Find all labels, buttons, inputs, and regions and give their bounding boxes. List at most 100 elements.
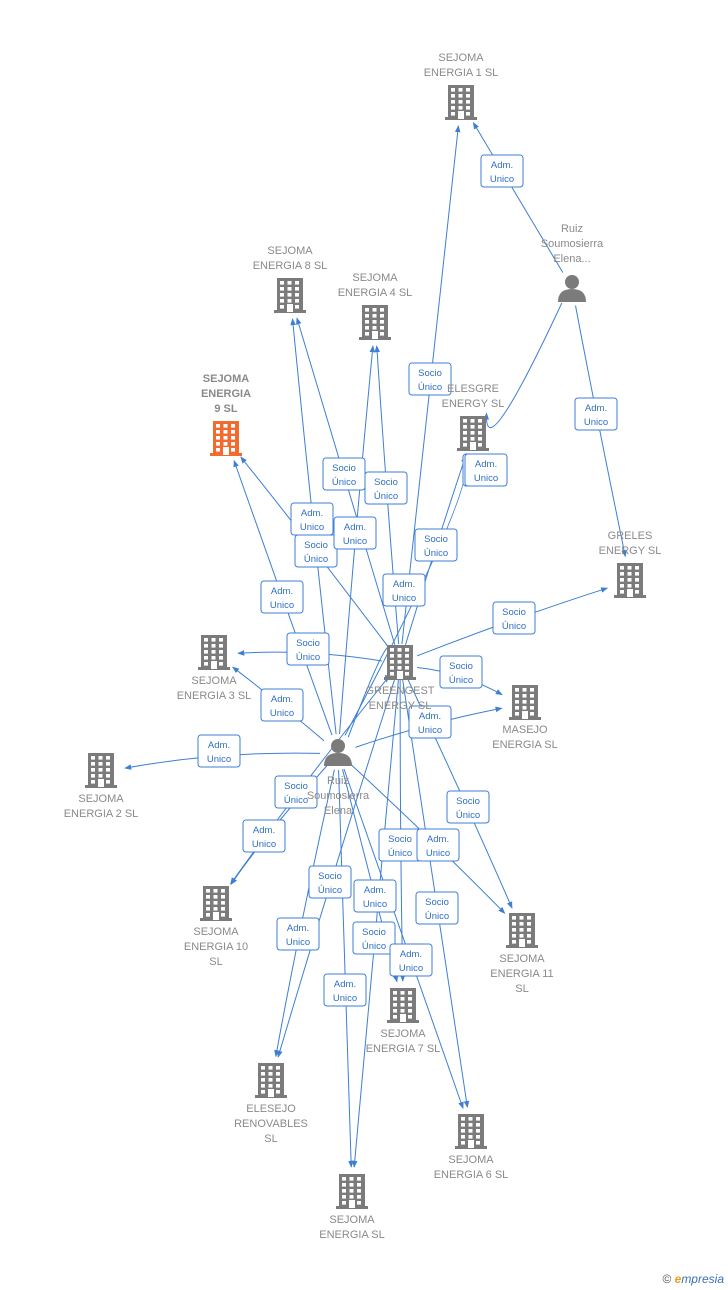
node-label: SL xyxy=(264,1133,277,1145)
edge-label-ruiz2-sejsl[interactable]: Adm.Unico xyxy=(323,973,367,1007)
node-label: GREENGEST xyxy=(365,685,434,697)
edge-label-box xyxy=(323,973,367,1007)
edge-label-box xyxy=(416,828,460,862)
edge-label-text: Único xyxy=(332,477,356,488)
edge-label-ruiz2-greengest[interactable]: Adm.Unico xyxy=(382,573,426,607)
edge-label-ruiz2-sej9[interactable]: Adm. Unico xyxy=(260,580,304,614)
edge-label-text: Único xyxy=(424,548,448,559)
edge-label-text: Adm. xyxy=(419,711,441,722)
edge-label-text: Socio xyxy=(296,638,320,649)
edge-label-text: Único xyxy=(425,911,449,922)
edge-label-ruiz2-masejo[interactable]: Adm.Unico xyxy=(408,705,452,739)
edge-label-text: Único xyxy=(388,848,412,859)
edge-label-ruiz2-sej11[interactable]: Adm.Unico xyxy=(416,828,460,862)
edge-label-text: Adm. xyxy=(364,885,386,896)
edge-label-box xyxy=(439,655,483,689)
edge-label-text: Único xyxy=(418,382,442,393)
node-label: ENERGIA 3 SL xyxy=(177,690,252,702)
edge-label-ruiz2-sej10[interactable]: Adm.Unico xyxy=(242,819,286,853)
edge-label-text: Unico xyxy=(252,839,276,850)
edge-label-ruiz1-greles[interactable]: Adm.Unico xyxy=(574,397,618,431)
edge-label-ruiz2-elesgre[interactable]: Adm.Unico xyxy=(464,453,508,487)
edge-ruiz1-greles xyxy=(575,305,627,558)
empresia-brand[interactable]: © empresia xyxy=(662,1272,724,1286)
node-label: ELESEJO xyxy=(246,1103,296,1115)
node-label: GRELES xyxy=(608,530,653,542)
node-sej3[interactable]: SEJOMA ENERGIA 3 SL xyxy=(177,635,252,702)
building-icon xyxy=(457,416,489,451)
edge-label-ruiz2-sej2[interactable]: Adm.Unico xyxy=(197,734,241,768)
edge-label-text: Socio xyxy=(304,540,328,551)
edge-label-text: Socio xyxy=(456,796,480,807)
edge-label-box xyxy=(446,790,490,824)
edge-label-ruiz2-sej6[interactable]: Adm.Unico xyxy=(389,943,433,977)
edge-ruiz2-sejsl xyxy=(338,769,354,1168)
node-label: SEJOMA xyxy=(193,926,239,938)
edge-label-ruiz2-sej8[interactable]: Adm.Unico xyxy=(290,502,334,536)
edge-label-box xyxy=(389,943,433,977)
edge-label-box xyxy=(242,819,286,853)
edge-label-box xyxy=(308,865,352,899)
building-icon xyxy=(198,635,230,670)
node-label: MASEJO xyxy=(502,724,548,736)
node-label: Ruiz xyxy=(561,223,583,235)
edge-label-text: Adm. xyxy=(271,586,293,597)
node-label: ENERGIA 2 SL xyxy=(64,808,139,820)
edge-label-box xyxy=(197,734,241,768)
edge-labels-layer: Adm.UnicoAdm.UnicoAdm.UnicoSocioÚnicoSoc… xyxy=(197,154,618,1007)
edge-label-box xyxy=(290,502,334,536)
edge-label-text: Unico xyxy=(399,963,423,974)
node-label: ENERGY SL xyxy=(369,700,432,712)
edge-label-text: Único xyxy=(304,554,328,565)
edge-label-ruiz2-sej3[interactable]: Adm.Unico xyxy=(260,688,304,722)
edge-label-text: Unico xyxy=(300,522,324,533)
node-label: SL xyxy=(209,956,222,968)
node-label: SEJOMA xyxy=(329,1214,375,1226)
edge-label-text: Adm. xyxy=(475,459,497,470)
copyright-symbol: © xyxy=(662,1272,672,1286)
edge-label-ruiz2-elesejo[interactable]: Adm.Unico xyxy=(276,917,320,951)
edge-label-ruiz1-sej1[interactable]: Adm.Unico xyxy=(480,154,524,188)
building-icon xyxy=(85,753,117,788)
node-label: ELESGRE xyxy=(447,383,499,395)
edge-label-text: Único xyxy=(456,810,480,821)
node-label: SEJOMA xyxy=(438,52,484,64)
node-label: ENERGIA xyxy=(201,388,251,400)
edge-label-ruiz2-sej7[interactable]: Adm.Unico xyxy=(353,879,397,913)
brand-logo-text: mpresia xyxy=(681,1272,724,1286)
edge-label-text: Unico xyxy=(270,600,294,611)
edge-label-ruiz2-sej4[interactable]: Adm.Unico xyxy=(333,516,377,550)
node-ruiz1[interactable]: RuizSoumosierraElena... xyxy=(541,223,604,302)
node-greengest[interactable]: GREENGEST ENERGY SL xyxy=(365,645,435,712)
node-label: SEJOMA xyxy=(191,675,237,687)
